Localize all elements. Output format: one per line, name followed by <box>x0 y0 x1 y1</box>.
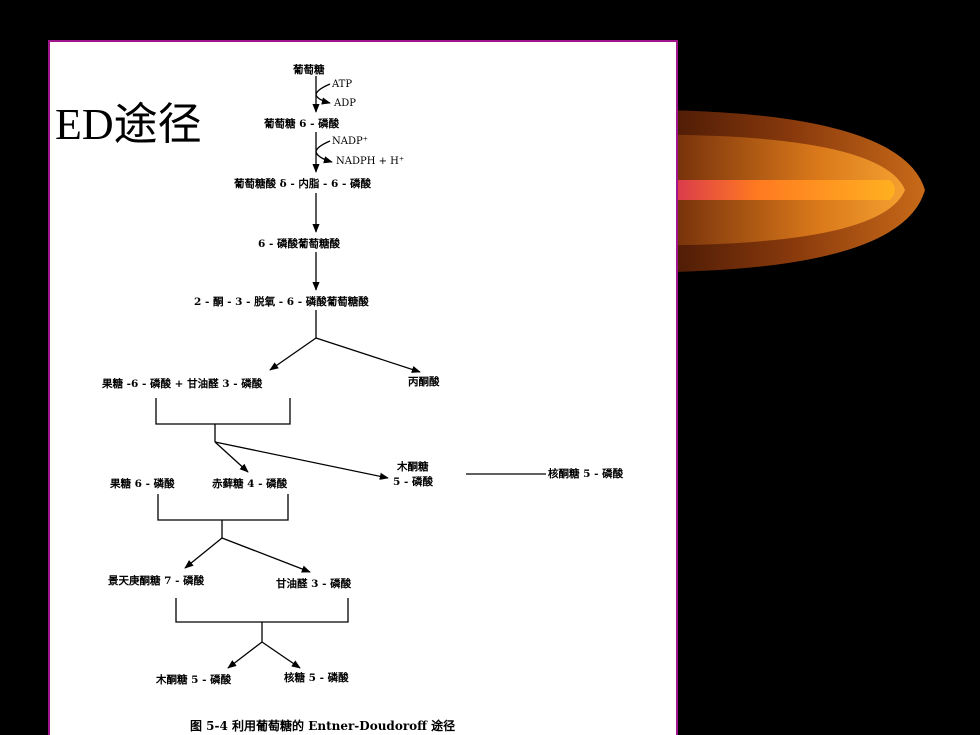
bracket-2 <box>157 494 289 521</box>
atp-in <box>315 83 331 96</box>
label-nadph: NADPH + H⁺ <box>336 156 405 167</box>
label-ribulose5p: 核酮糖 5 - 磷酸 <box>548 468 624 480</box>
label-f6p-g3p: 果糖 -6 - 磷酸 + 甘油醛 3 - 磷酸 <box>102 378 263 390</box>
arrow-to-ribose5p <box>261 641 301 669</box>
slide-title: ED途径 <box>55 100 202 149</box>
figure-caption: 图 5-4 利用葡萄糖的 Entner-Doudoroff 途径 <box>190 719 456 733</box>
bracket-3 <box>175 598 349 623</box>
arrow-to-xylulose5p <box>227 641 263 669</box>
label-adp: ADP <box>334 98 356 109</box>
label-glucose: 葡萄糖 <box>293 64 325 76</box>
label-6pg: 6 - 磷酸葡萄糖酸 <box>258 238 340 250</box>
label-f6p: 果糖 6 - 磷酸 <box>110 478 175 490</box>
label-kdpg: 2 - 酮 - 3 - 脱氧 - 6 - 磷酸葡萄糖酸 <box>194 296 369 308</box>
label-g6p: 葡萄糖 6 - 磷酸 <box>264 118 340 130</box>
label-xylulose-2: 5 - 磷酸 <box>393 476 433 488</box>
arrow-to-s7p <box>184 537 223 569</box>
label-ribose5p: 核糖 5 - 磷酸 <box>284 672 349 684</box>
label-xylulose5p: 木酮糖 5 - 磷酸 <box>156 674 232 686</box>
label-pyruvate: 丙酮酸 <box>408 376 440 388</box>
nadph-out <box>315 151 333 164</box>
arrow-to-g3p <box>221 537 311 573</box>
label-s7p: 景天庚酮糖 7 - 磷酸 <box>108 575 205 587</box>
arrow-to-f6p-g3p <box>269 337 317 371</box>
nadp-in <box>315 140 331 153</box>
adp-out <box>315 94 331 105</box>
label-atp: ATP <box>332 79 353 90</box>
bracket-1 <box>155 398 291 425</box>
label-lactone: 葡萄糖酸 δ - 内脂 - 6 - 磷酸 <box>234 178 371 190</box>
label-nadp: NADP⁺ <box>332 136 368 147</box>
label-xylulose-1: 木酮糖 <box>397 461 429 473</box>
arrow-to-pyruvate <box>315 337 421 373</box>
arrow-to-f6p-e4p <box>214 441 249 473</box>
arrow-to-xylulose <box>214 441 389 480</box>
label-g3p: 甘油醛 3 - 磷酸 <box>276 578 352 590</box>
figure-card <box>48 40 678 735</box>
label-e4p: 赤藓糖 4 - 磷酸 <box>212 478 288 490</box>
